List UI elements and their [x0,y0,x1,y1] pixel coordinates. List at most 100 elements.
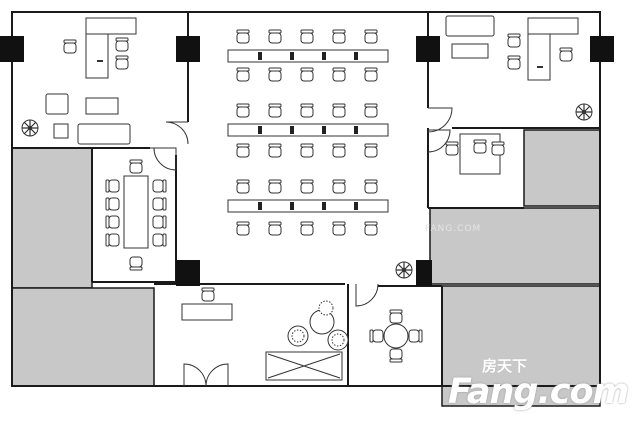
plant-icon [21,119,39,137]
sofa [445,15,495,37]
round-table [383,323,409,349]
planter [318,300,334,316]
shaded-area-bottom-left [11,287,155,387]
desk-divider [354,126,358,134]
coffee-table [451,43,489,59]
chair [364,67,378,82]
chair [105,197,120,211]
desk-divider [290,202,294,210]
chair [236,67,250,82]
coffee-table [85,97,119,115]
shaded-area-left [11,147,93,289]
column [590,36,614,62]
desk-row [227,49,389,63]
plant-icon [395,261,413,279]
desk-divider [290,126,294,134]
chair [152,233,167,247]
chair [201,287,215,302]
chair [236,179,250,194]
column [416,260,432,286]
chair [389,309,403,324]
chair [364,29,378,44]
shaded-area-right-top [523,129,601,207]
chair [364,143,378,158]
chair [105,179,120,193]
door-top-left-office [165,121,189,145]
chair [369,329,384,343]
desk-row [227,123,389,137]
door-entrance-left [183,363,207,387]
chair [332,143,346,158]
door-meeting-room [150,147,177,171]
desk-divider [322,126,326,134]
chair [300,221,314,236]
doors [150,107,453,387]
cabinet-mark [537,66,543,68]
chair [332,103,346,118]
chair [268,29,282,44]
chair [115,37,129,52]
chair [105,233,120,247]
reception [181,261,413,321]
chair [115,55,129,70]
desk-divider [258,202,262,210]
desk-divider [258,52,262,60]
open-workspace [227,29,389,236]
door-lounge [355,283,379,307]
planter [291,329,305,343]
chair [559,47,573,62]
chair [473,139,487,154]
chair [332,67,346,82]
conference-table [123,175,149,249]
columns [0,36,614,286]
door-top-right-office [427,107,453,133]
chair [364,221,378,236]
desk-cluster-row-2 [227,103,389,158]
desk-divider [258,126,262,134]
watermark-brand-cn: 房天下 [482,357,528,375]
chair [332,179,346,194]
chair [507,55,521,70]
desk-cluster-row-3 [227,179,389,236]
column [176,36,200,62]
chair [268,103,282,118]
door-entrance-right [205,363,229,387]
desk-divider [354,202,358,210]
chair [300,29,314,44]
side-table [53,123,69,139]
reception-desk [181,303,233,321]
cabinet-mark [97,60,103,62]
chair [268,179,282,194]
chair [364,103,378,118]
watermark-faint: FANG.COM [425,224,482,234]
chair [63,39,77,54]
chair [152,197,167,211]
column [0,36,24,62]
chair [236,143,250,158]
chair [389,348,403,363]
chair [105,215,120,229]
chair [332,29,346,44]
chair [236,103,250,118]
chair [236,29,250,44]
desk-return [85,17,137,35]
chair [268,143,282,158]
desk-cluster-row-1 [227,29,389,82]
chair [300,103,314,118]
chair [408,329,423,343]
watermark-brand-en: Fang.com [448,372,629,412]
office-top-left [21,17,137,145]
small-office [445,133,505,175]
desk-divider [290,52,294,60]
chair [152,215,167,229]
shaded-area-right-mid [429,207,601,285]
desk-row [227,199,389,213]
meeting-room [105,159,167,271]
chair [300,67,314,82]
outer-wall [11,11,601,387]
chair [236,221,250,236]
chair [364,179,378,194]
chair [332,221,346,236]
chair [268,67,282,82]
